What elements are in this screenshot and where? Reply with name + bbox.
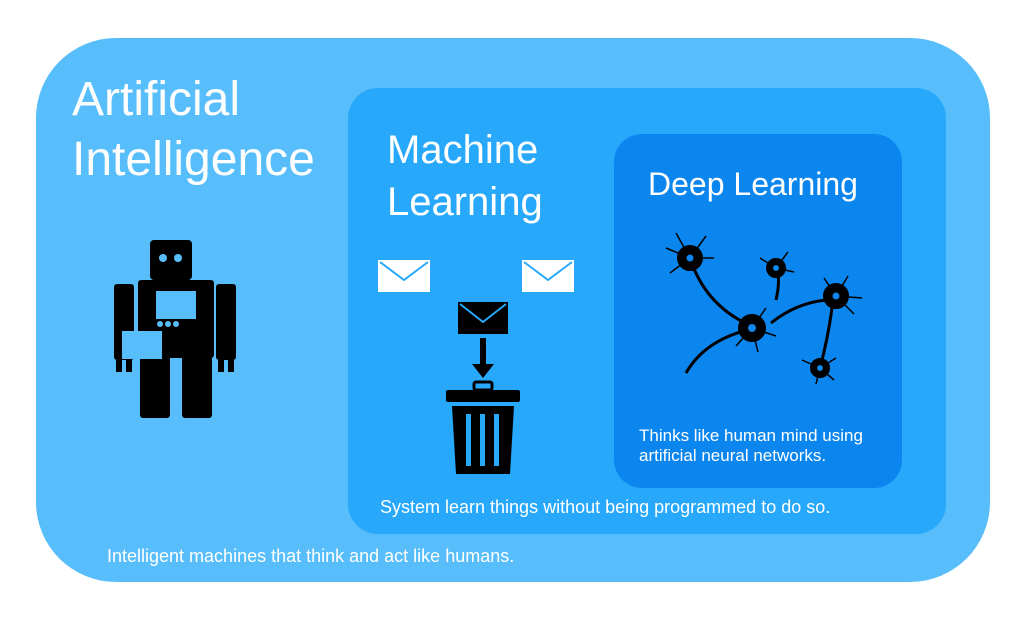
robot-icon bbox=[114, 240, 236, 418]
envelope-icon bbox=[522, 260, 574, 292]
dl-title: Deep Learning bbox=[648, 166, 858, 202]
ml-title: Machine Learning bbox=[387, 128, 543, 224]
dl-region bbox=[614, 134, 902, 488]
ai-description: Intelligent machines that think and act … bbox=[107, 546, 515, 566]
trash-icon bbox=[446, 302, 520, 474]
ml-description: System learn things without being progra… bbox=[380, 497, 831, 517]
dl-description: Thinks like human mind using artificial … bbox=[639, 426, 863, 465]
envelope-icon bbox=[378, 260, 430, 292]
neurons-icon bbox=[665, 232, 863, 385]
ai-title: Artificial Intelligence bbox=[72, 73, 315, 186]
